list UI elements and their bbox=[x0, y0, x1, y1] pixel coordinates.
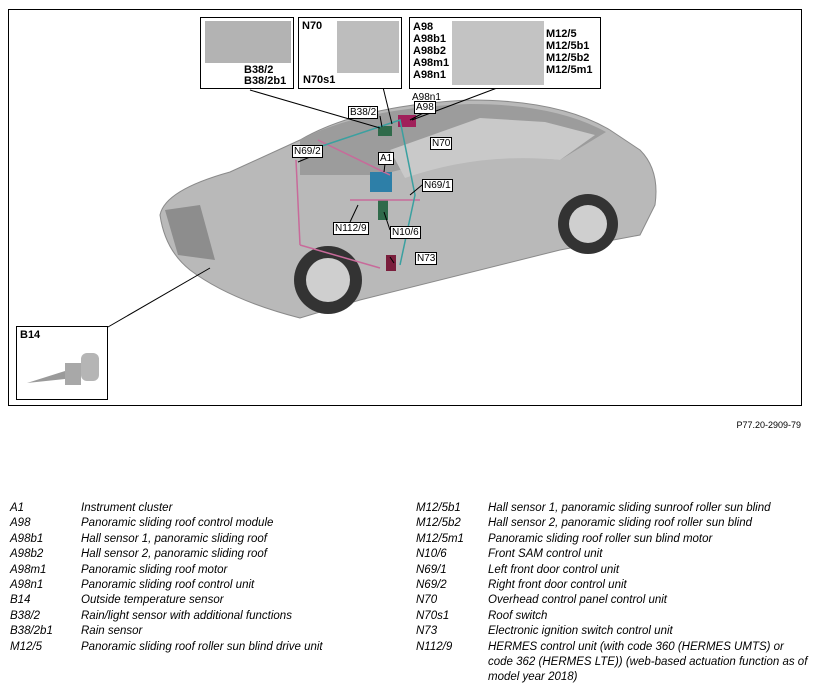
legend-code: A98n1 bbox=[10, 578, 44, 591]
legend-row: N70s1 Roof switch bbox=[416, 609, 808, 624]
legend-desc: Hall sensor 1, panoramic sliding sunroof… bbox=[488, 502, 771, 514]
callout-n112-9: N112/9 bbox=[333, 222, 369, 235]
rain-light-sensor-image bbox=[205, 21, 291, 63]
legend-desc: Overhead control panel control unit bbox=[488, 594, 667, 607]
legend-desc: Instrument cluster bbox=[81, 502, 173, 514]
callout-n69-2: N69/2 bbox=[292, 145, 323, 158]
legend-row: M12/5b2 Hall sensor 2, panoramic sliding … bbox=[416, 516, 808, 531]
inset-label: B38/2b1 bbox=[244, 75, 287, 87]
legend-code: N69/1 bbox=[416, 563, 447, 576]
legend-code: N69/2 bbox=[416, 578, 447, 591]
legend-desc: Panoramic sliding roof roller sun blind … bbox=[81, 640, 323, 653]
inset-label: M12/5 bbox=[546, 28, 577, 40]
callout-a98n1: A98n1 bbox=[412, 92, 441, 103]
legend-desc: Right front door control unit bbox=[488, 578, 627, 591]
legend-desc: HERMES control unit (with code 360 (HERM… bbox=[488, 640, 808, 684]
legend-row: M12/5 Panoramic sliding roof roller sun b… bbox=[10, 640, 400, 655]
legend-code: A98b2 bbox=[10, 548, 44, 561]
legend-row: N73 Electronic ignition switch control un… bbox=[416, 624, 808, 639]
legend-desc: Hall sensor 2, panoramic sliding roof bbox=[81, 548, 268, 561]
inset-label: A98b1 bbox=[413, 33, 447, 45]
callout-a98: A98 bbox=[414, 101, 436, 114]
legend-desc: Panoramic sliding roof roller sun blind … bbox=[488, 532, 713, 545]
inset-label: A98 bbox=[413, 21, 434, 33]
callout-a1: A1 bbox=[378, 152, 395, 165]
legend-code: N70s1 bbox=[416, 609, 450, 622]
legend-row: B38/2b1 Rain sensor bbox=[10, 624, 400, 639]
inset-label: M12/5b2 bbox=[546, 52, 590, 64]
inset-a98: A98 A98b1 A98b2 A98m1 A98n1 M12/5 M12/5b… bbox=[409, 17, 601, 89]
legend-code: M12/5m1 bbox=[416, 532, 464, 545]
legend-row: N69/1 Left front door control unit bbox=[416, 563, 808, 578]
legend-row: N70 Overhead control panel control unit bbox=[416, 593, 808, 608]
inset-title: B14 bbox=[20, 329, 41, 341]
overhead-panel-image bbox=[337, 21, 399, 73]
legend-code: B38/2b1 bbox=[10, 625, 53, 638]
legend-row: N69/2 Right front door control unit bbox=[416, 578, 808, 593]
inset-label: N70s1 bbox=[303, 74, 336, 86]
legend-code: N10/6 bbox=[416, 548, 447, 561]
sliding-roof-module-image bbox=[452, 21, 544, 85]
legend-row: A98b2 Hall sensor 2, panoramic sliding ro… bbox=[10, 547, 400, 562]
legend-row: N112/9 HERMES control unit (with code 360… bbox=[416, 640, 808, 688]
legend-desc: Rain sensor bbox=[81, 625, 143, 638]
legend-code: M12/5 bbox=[10, 640, 42, 653]
legend-desc: Hall sensor 1, panoramic sliding roof bbox=[81, 532, 268, 545]
legend-code: B14 bbox=[10, 594, 31, 607]
callout-n73: N73 bbox=[415, 252, 438, 265]
legend-row: B14 Outside temperature sensor bbox=[10, 593, 400, 608]
figure-reference: P77.20-2909-79 bbox=[736, 420, 801, 430]
inset-b14: B14 bbox=[16, 326, 108, 400]
legend-desc: Hall sensor 2, panoramic sliding roof ro… bbox=[488, 517, 752, 530]
legend-row: A98b1 Hall sensor 1, panoramic sliding ro… bbox=[10, 532, 400, 547]
legend-row: A98n1 Panoramic sliding roof control unit bbox=[10, 578, 400, 593]
legend-row: A98m1 Panoramic sliding roof motor bbox=[10, 563, 400, 578]
legend-desc: Roof switch bbox=[488, 609, 548, 622]
inset-b38-2: B38/2 B38/2b1 bbox=[200, 17, 294, 89]
inset-label: A98n1 bbox=[413, 69, 447, 81]
callout-n10-6: N10/6 bbox=[390, 226, 421, 239]
inset-label: B38/2 bbox=[244, 64, 274, 76]
legend-desc: Panoramic sliding roof control unit bbox=[81, 578, 255, 591]
legend-row: M12/5b1 Hall sensor 1, panoramic sliding … bbox=[416, 501, 808, 516]
legend-desc: Rain/light sensor with additional functi… bbox=[81, 609, 292, 622]
legend-code: M12/5b1 bbox=[416, 502, 461, 514]
inset-label: A98b2 bbox=[413, 45, 447, 57]
legend-code: A98b1 bbox=[10, 532, 44, 545]
inset-label: A98m1 bbox=[413, 57, 450, 69]
legend-row: A1 Instrument cluster bbox=[10, 501, 400, 516]
legend-code: A98m1 bbox=[10, 563, 47, 576]
legend-desc: Front SAM control unit bbox=[488, 548, 603, 561]
legend-code: N70 bbox=[416, 594, 438, 607]
temperature-sensor-image bbox=[27, 353, 99, 385]
legend-row: N10/6 Front SAM control unit bbox=[416, 547, 808, 562]
callout-b38-2: B38/2 bbox=[348, 106, 379, 119]
legend-row: A98 Panoramic sliding roof control module bbox=[10, 516, 400, 531]
inset-label: M12/5b1 bbox=[546, 40, 590, 52]
legend-desc: Panoramic sliding roof control module bbox=[81, 517, 274, 530]
legend-desc: Panoramic sliding roof motor bbox=[81, 563, 228, 576]
legend-code: B38/2 bbox=[10, 609, 41, 622]
legend-code: A98 bbox=[10, 517, 31, 530]
legend-right: M12/5b1 Hall sensor 1, panoramic sliding … bbox=[416, 501, 808, 688]
legend-desc: Outside temperature sensor bbox=[81, 594, 224, 607]
legend-code: N73 bbox=[416, 625, 438, 638]
legend-row: M12/5m1 Panoramic sliding roof roller sun… bbox=[416, 532, 808, 547]
legend-row: B38/2 Rain/light sensor with additional f… bbox=[10, 609, 400, 624]
inset-title: N70 bbox=[302, 20, 323, 32]
legend-code: M12/5b2 bbox=[416, 517, 461, 530]
legend-code: A1 bbox=[10, 502, 25, 514]
callout-n69-1: N69/1 bbox=[422, 179, 453, 192]
legend-code: N112/9 bbox=[416, 640, 453, 653]
legend-desc: Left front door control unit bbox=[488, 563, 620, 576]
legend-desc: Electronic ignition switch control unit bbox=[488, 625, 673, 638]
inset-n70: N70 N70s1 bbox=[298, 17, 402, 89]
inset-label: M12/5m1 bbox=[546, 64, 593, 76]
callout-n70: N70 bbox=[430, 137, 453, 150]
